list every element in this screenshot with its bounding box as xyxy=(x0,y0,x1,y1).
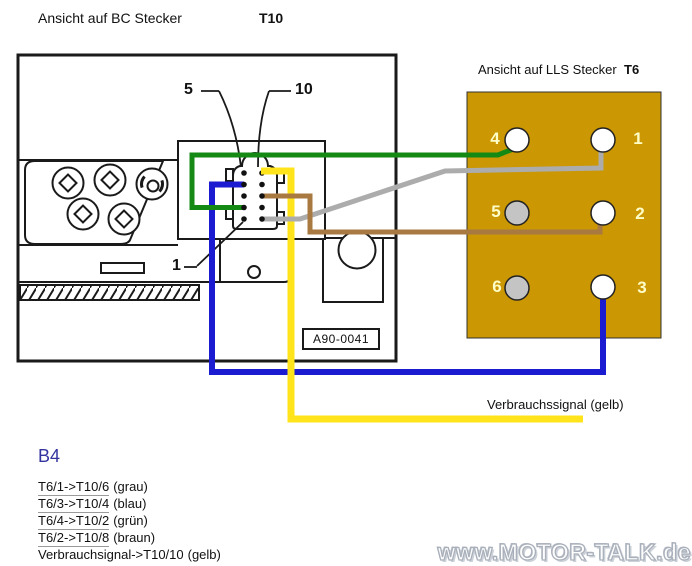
wires xyxy=(189,146,606,423)
part-number-box xyxy=(302,328,380,350)
wire-blue xyxy=(209,181,606,375)
t6-pins xyxy=(504,127,616,301)
legend-color: (blau) xyxy=(113,496,147,511)
wire-brown xyxy=(262,193,603,235)
t6-pin-number-6: 6 xyxy=(492,277,502,296)
legend-color: (grün) xyxy=(113,513,148,528)
legend-entry: Verbrauchsignal->T10/10(gelb) xyxy=(38,547,221,562)
legend-route: Verbrauchsignal->T10/10 xyxy=(38,547,184,562)
t10-label-pin10: 10 xyxy=(295,81,313,98)
t6-pin-1 xyxy=(590,127,616,153)
wire-yellow xyxy=(261,167,583,423)
t6-connector-body xyxy=(466,91,662,339)
legend-color: (gelb) xyxy=(187,547,221,562)
bc-title-code: T10 xyxy=(259,10,284,26)
wire-gray xyxy=(262,151,604,222)
legend-color: (braun) xyxy=(113,530,156,545)
t6-pin-2 xyxy=(590,200,616,226)
consumption-signal-label: Verbrauchssignal (gelb) xyxy=(487,397,624,412)
lls-title: Ansicht auf LLS Stecker xyxy=(478,62,617,77)
t6-pin-6 xyxy=(504,275,530,301)
motor-talk-watermark: www.MOTOR-TALK.de xyxy=(437,538,691,565)
t6-pin-4 xyxy=(504,127,530,153)
t6-pin-5 xyxy=(504,200,530,226)
legend-entry: T6/3->T10/4(blau) xyxy=(38,496,147,513)
legend-route: T6/1->T10/6 xyxy=(38,479,110,496)
t10-pin-dots xyxy=(241,170,265,222)
t6-pin-number-1: 1 xyxy=(633,129,643,148)
t6-pin-number-3: 3 xyxy=(637,278,647,297)
lls-title-code: T6 xyxy=(624,62,640,77)
legend-route: T6/2->T10/8 xyxy=(38,530,110,547)
legend-color: (grau) xyxy=(113,479,148,494)
hatched-sill xyxy=(19,284,200,301)
legend-route: T6/4->T10/2 xyxy=(38,513,110,530)
connector-housing-box xyxy=(177,140,326,240)
bc-title: Ansicht auf BC Stecker xyxy=(38,10,182,26)
legend-entry: T6/2->T10/8(braun) xyxy=(38,530,156,547)
t6-pin-number-5: 5 xyxy=(491,202,501,221)
t10-label-pin5: 5 xyxy=(184,81,193,98)
t6-pin-number-2: 2 xyxy=(635,204,645,223)
legend-route: T6/3->T10/4 xyxy=(38,496,110,513)
bulb-sockets xyxy=(51,163,169,236)
legend-entry: T6/1->T10/6(grau) xyxy=(38,479,148,496)
bc-cluster-drawing xyxy=(16,53,398,363)
t6-pin-3 xyxy=(590,274,616,300)
legend-heading: B4 xyxy=(38,446,61,466)
part-number: A90-0041 xyxy=(312,332,370,346)
bc-outer-box xyxy=(16,53,398,363)
t6-pin-number-4: 4 xyxy=(490,129,500,148)
legend-entry: T6/4->T10/2(grün) xyxy=(38,513,148,530)
pin-leader-lines xyxy=(184,90,291,268)
wire-green xyxy=(189,146,514,210)
t10-label-pin1: 1 xyxy=(172,257,181,274)
